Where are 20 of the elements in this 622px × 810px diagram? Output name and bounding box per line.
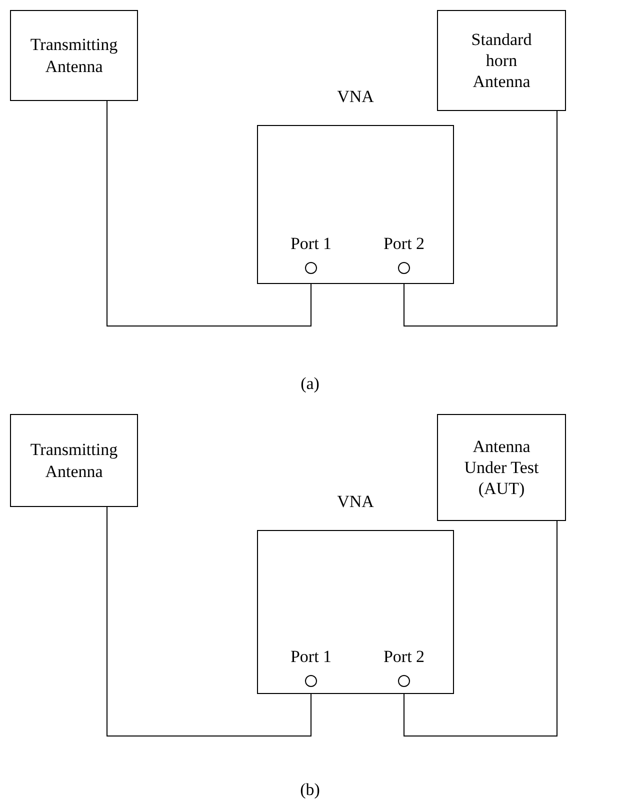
panel-caption: (b) [300,780,320,800]
instrument-label: VNA [336,491,375,512]
instrument-label: VNA [336,86,375,108]
antenna-label: Transmitting Antenna [29,439,119,482]
port-label: Port 2 [383,646,425,668]
antenna-label: Standard horn Antenna [470,28,533,92]
port-label: Port 1 [290,646,332,668]
antenna-box [10,414,138,507]
antenna-box [437,414,566,521]
antenna-label: Antenna Under Test (AUT) [463,436,540,500]
cable-line [106,100,312,326]
cable-line [404,110,558,326]
port-label: Port 1 [290,233,332,254]
cable-line [106,506,312,736]
antenna-box [437,10,566,111]
cable-line [404,520,558,736]
antenna-label: Transmitting Antenna [29,34,119,77]
antenna-box [10,10,138,101]
port-label: Port 2 [383,233,425,254]
panel-caption: (a) [300,374,320,394]
